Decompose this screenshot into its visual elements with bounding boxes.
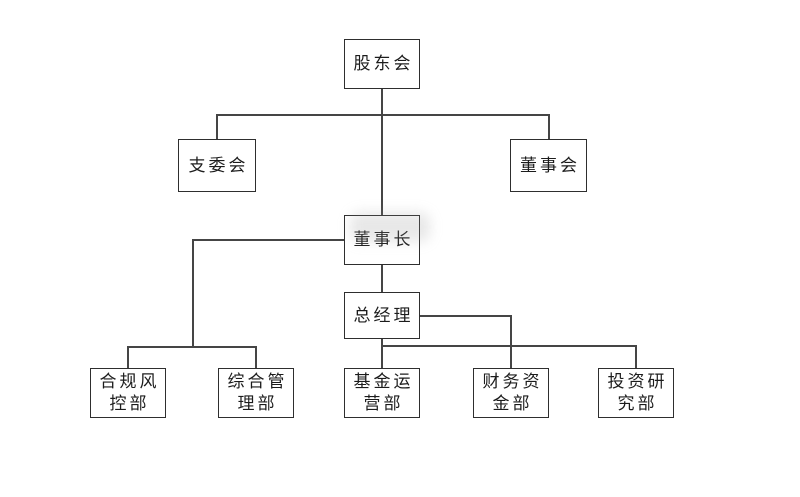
node-chairman: 董事长	[344, 215, 420, 265]
node-shareholders-meeting: 股东会	[344, 39, 420, 89]
node-label: 股东会	[353, 54, 414, 73]
connector-line	[381, 345, 636, 347]
node-finance-treasury-dept: 财务资 金部	[473, 368, 549, 418]
node-label-line1: 财务资	[482, 372, 543, 391]
connector-line	[127, 346, 257, 348]
node-investment-research-dept: 投资研 究部	[598, 368, 674, 418]
node-label-line1: 综合管	[227, 372, 288, 391]
node-board-of-directors: 董事会	[510, 139, 587, 192]
node-label-line2: 究部	[617, 394, 658, 413]
connector-line	[420, 315, 511, 317]
node-compliance-risk-dept: 合规风 控部	[90, 368, 166, 418]
node-label-line2: 金部	[492, 394, 533, 413]
node-label-line1: 投资研	[607, 372, 668, 391]
connector-line	[192, 239, 344, 241]
connector-line	[216, 114, 549, 116]
node-label-line2: 控部	[109, 394, 150, 413]
connector-line	[127, 346, 129, 368]
node-general-admin-dept: 综合管 理部	[218, 368, 294, 418]
node-fund-operations-dept: 基金运 营部	[344, 368, 420, 418]
connector-line	[381, 114, 383, 215]
node-label-line1: 合规风	[99, 372, 160, 391]
connector-line	[216, 114, 218, 139]
node-label: 董事会	[520, 155, 580, 175]
node-label: 董事长	[353, 230, 414, 249]
connector-line	[381, 339, 383, 368]
node-label-line1: 基金运	[353, 372, 414, 391]
connector-line	[548, 114, 550, 139]
connector-line	[255, 346, 257, 368]
node-label-line2: 理部	[237, 394, 278, 413]
connector-line	[192, 239, 194, 347]
connector-line	[381, 265, 383, 292]
node-label: 支委会	[188, 155, 249, 175]
node-general-manager: 总经理	[344, 292, 420, 339]
node-label-line2: 营部	[363, 394, 404, 413]
node-branch-committee: 支委会	[178, 139, 256, 192]
node-label: 总经理	[353, 305, 414, 325]
connector-line	[510, 315, 512, 368]
connector-line	[381, 89, 383, 115]
connector-line	[635, 345, 637, 368]
